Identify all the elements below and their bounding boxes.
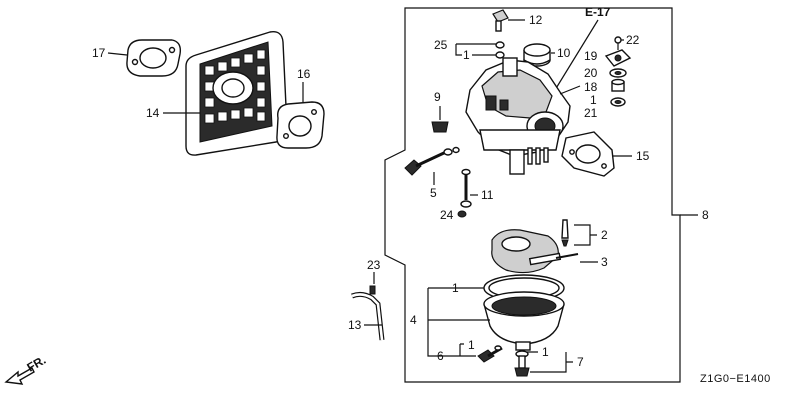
float-valve-part-2 [561,219,569,247]
callout-12: 12 [529,13,543,27]
callout-21: 21 [584,106,598,120]
callout-23: 23 [367,258,381,272]
screw-part-9 [431,106,449,133]
callout-24: 24 [440,208,454,222]
callout-22: 22 [626,33,640,47]
callout-25: 25 [434,38,448,52]
callout-6: 6 [437,349,444,363]
callout-19: 19 [584,49,598,63]
callout-17: 17 [92,46,106,60]
callout-14: 14 [146,106,160,120]
float-bowl [483,291,565,351]
clip-part-23 [369,285,376,295]
callout-4: 4 [410,313,417,327]
drawing-code: Z1G0−E1400 [700,373,771,385]
screw-part-22 [614,36,622,50]
assembly-boundary-line [384,7,681,383]
gasket-part-16 [276,101,325,149]
callout-1-bowl-gasket: 1 [452,281,459,295]
gasket-part-17 [126,39,182,77]
front-direction-arrow-icon [4,367,35,385]
drain-screw-part-11 [460,168,472,208]
insulator-plate-part-14 [185,31,288,156]
carburetor-body [465,57,581,175]
callout-5: 5 [430,186,437,200]
washer-part-24 [457,210,467,218]
lever-part-19 [604,49,632,67]
callout-1-right: 1 [590,93,597,107]
callout-16: 16 [297,67,311,81]
callout-13: 13 [348,318,362,332]
gasket-part-15 [561,131,615,177]
callout-15: 15 [636,149,650,163]
callout-18: 18 [584,80,598,94]
tube-part-13 [351,291,385,341]
callout-3: 3 [601,255,608,269]
callout-1-bolt: 1 [542,345,549,359]
bolt-part-7 [514,350,530,377]
screw-part-12 [492,9,509,32]
float-part-3 [491,229,579,274]
callout-1-drain: 1 [468,338,475,352]
pilot-screw-part-5 [404,146,460,176]
callout-8: 8 [702,208,709,222]
callout-9: 9 [434,90,441,104]
callout-10: 10 [557,46,571,60]
washer-part-1-top [495,51,505,59]
reference-e17: E-17 [585,5,611,19]
callout-20: 20 [584,66,598,80]
shaft-part-18 [611,78,625,92]
seal-part-21 [610,97,626,107]
callout-11: 11 [481,188,494,202]
o-ring-part-25 [495,41,505,49]
callout-1-top: 1 [463,48,470,62]
callout-7: 7 [577,355,584,369]
callout-2: 2 [601,228,608,242]
